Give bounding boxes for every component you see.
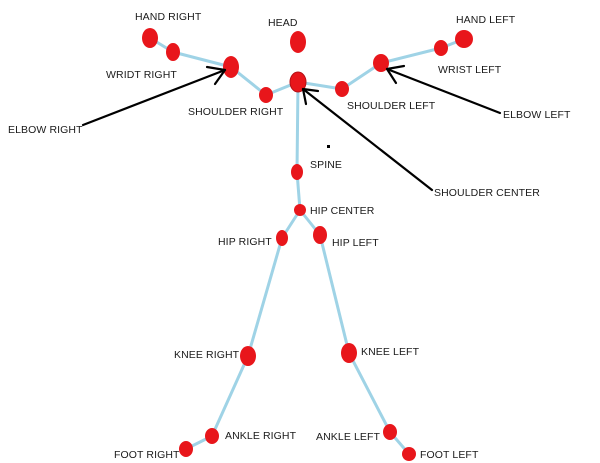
joint-knee-right (240, 346, 256, 366)
joint-elbow-left (373, 54, 389, 72)
joint-hip-left (313, 226, 327, 244)
labels: HAND RIGHT HEAD HAND LEFT WRIDT RIGHT WR… (8, 11, 571, 461)
label-wrist-right: WRIDT RIGHT (106, 69, 177, 81)
arrow-shoulder-center-head (301, 87, 320, 106)
label-shoulder-left: SHOULDER LEFT (347, 100, 436, 112)
bone-elbow-to-wrist-left (379, 46, 443, 65)
arrow-elbow-right-head (205, 65, 227, 86)
joints (142, 28, 473, 461)
joint-hand-left (455, 30, 473, 48)
joint-ankle-left (383, 424, 397, 440)
label-head: HEAD (268, 17, 298, 29)
label-spine: SPINE (310, 159, 342, 171)
joint-head (290, 31, 306, 53)
label-foot-right: FOOT RIGHT (114, 449, 180, 461)
label-ankle-left: ANKLE LEFT (316, 431, 381, 443)
stray-dot (327, 145, 330, 148)
joint-wrist-left (434, 40, 448, 56)
joint-hip-center (294, 204, 306, 216)
joint-knee-left (341, 343, 357, 363)
arrow-elbow-left (385, 67, 502, 115)
label-hip-right: HIP RIGHT (218, 236, 272, 248)
joint-shoulder-center (289, 71, 307, 93)
bone-wrist-to-elbow-right (171, 50, 233, 69)
joint-wrist-right (166, 43, 180, 61)
joint-shoulder-left (335, 81, 349, 97)
bone-hip-to-knee-right (246, 236, 284, 358)
arrow-elbow-left-head (385, 64, 406, 85)
joint-hand-right (142, 28, 158, 48)
label-elbow-right: ELBOW RIGHT (8, 124, 83, 136)
bone-knee-to-ankle-right (210, 354, 250, 438)
label-elbow-left: ELBOW LEFT (503, 109, 571, 121)
joint-hip-right (276, 230, 288, 246)
label-hip-left: HIP LEFT (332, 237, 379, 249)
label-shoulder-right: SHOULDER RIGHT (188, 106, 284, 118)
joint-elbow-right (223, 56, 239, 78)
arrow-elbow-right (81, 68, 227, 127)
label-foot-left: FOOT LEFT (420, 449, 479, 461)
label-ankle-right: ANKLE RIGHT (225, 430, 297, 442)
joint-foot-left (402, 447, 416, 461)
label-hand-left: HAND LEFT (456, 14, 516, 26)
label-knee-left: KNEE LEFT (361, 346, 420, 358)
bone-shoulder-center-to-spine (295, 80, 300, 174)
label-shoulder-center: SHOULDER CENTER (434, 187, 540, 199)
label-hand-right: HAND RIGHT (135, 11, 202, 23)
bone-knee-to-ankle-left (347, 351, 392, 434)
label-wrist-left: WRIST LEFT (438, 64, 502, 76)
joint-spine (291, 164, 303, 180)
arrows (81, 64, 502, 192)
bone-hip-to-knee-left (318, 233, 351, 355)
joint-ankle-right (205, 428, 219, 444)
arrow-shoulder-center (301, 87, 434, 192)
label-knee-right: KNEE RIGHT (174, 349, 240, 361)
joint-foot-right (179, 441, 193, 457)
label-hip-center: HIP CENTER (310, 205, 375, 217)
joint-shoulder-right (259, 87, 273, 103)
